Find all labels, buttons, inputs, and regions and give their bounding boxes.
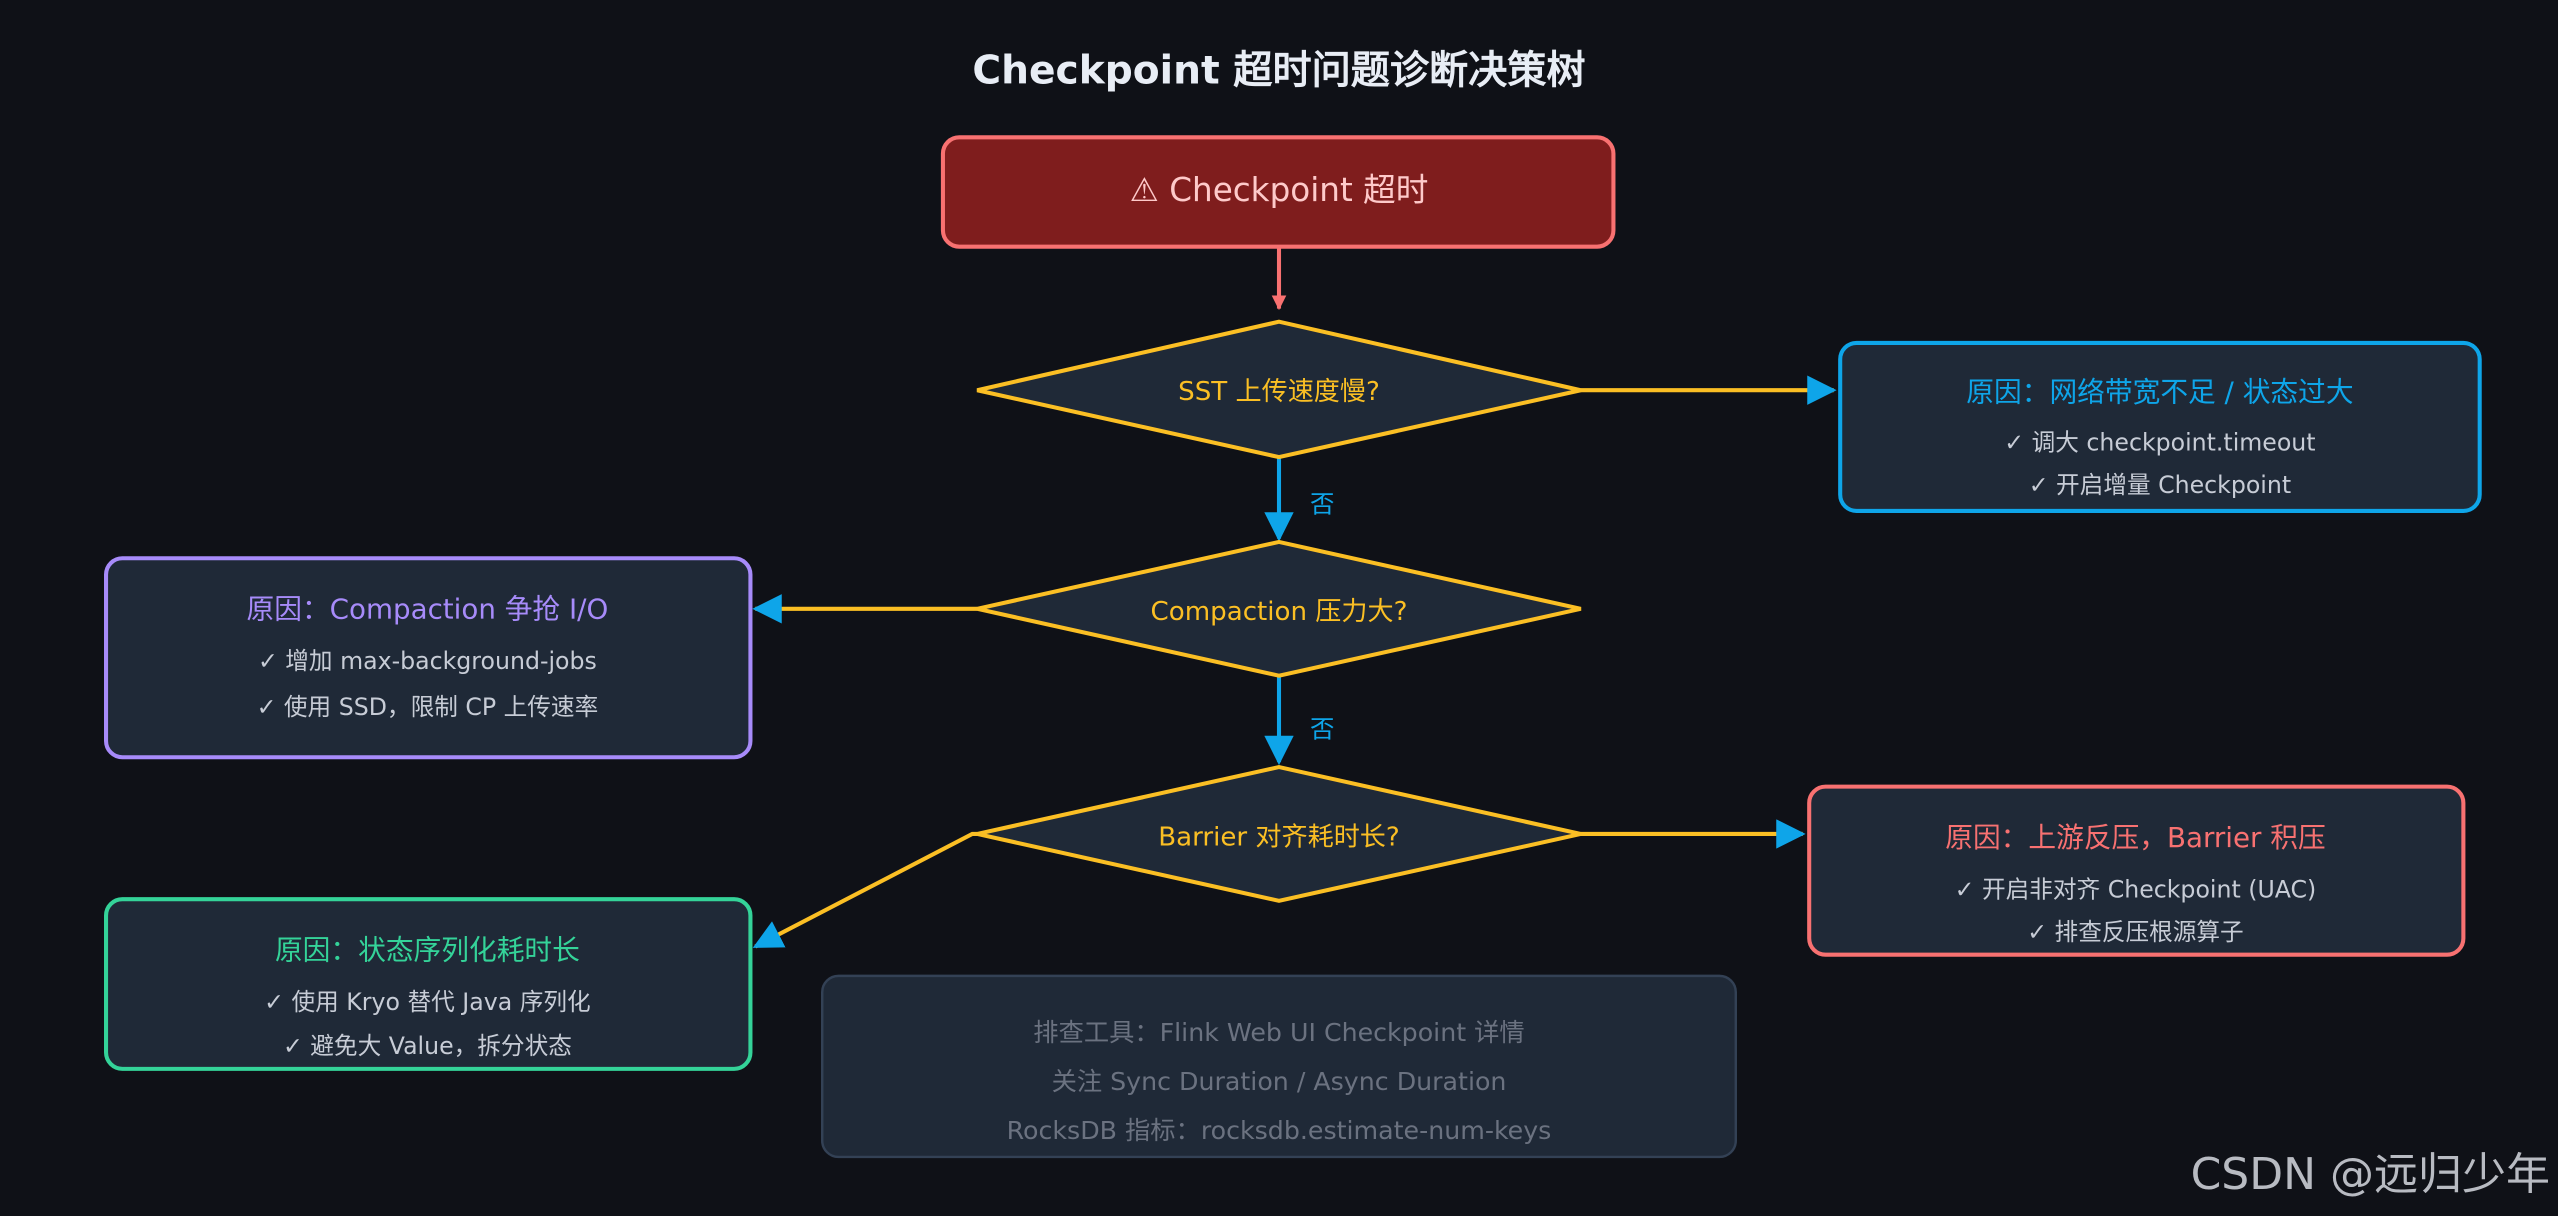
tools-panel: 排查工具：Flink Web UI Checkpoint 详情 关注 Sync … xyxy=(820,974,1738,1159)
decision-sst-upload: SST 上传速度慢? xyxy=(976,319,1582,460)
cause-backpressure-item-2: ✓ 排查反压根源算子 xyxy=(2027,918,2243,946)
connectors xyxy=(752,246,1837,949)
tools-line-2: 关注 Sync Duration / Async Duration xyxy=(1052,1067,1507,1096)
cause-serialization-item-2: ✓ 避免大 Value，拆分状态 xyxy=(283,1032,572,1060)
cause-compaction-item-2: ✓ 使用 SSD，限制 CP 上传速率 xyxy=(257,693,599,721)
cause-network-title: 原因：网络带宽不足 / 状态过大 xyxy=(1966,376,2353,409)
decision-sst-upload-label: SST 上传速度慢? xyxy=(1178,377,1380,407)
edge-label-no-1: 否 xyxy=(1310,490,1334,519)
tools-line-3: RocksDB 指标：rocksdb.estimate-num-keys xyxy=(1007,1116,1552,1145)
cause-compaction-box: 原因：Compaction 争抢 I/O ✓ 增加 max-background… xyxy=(104,556,753,760)
cause-network-box: 原因：网络带宽不足 / 状态过大 ✓ 调大 checkpoint.timeout… xyxy=(1838,340,2482,513)
decision-barrier-label: Barrier 对齐耗时长? xyxy=(1158,822,1400,852)
decision-compaction-label: Compaction 压力大? xyxy=(1151,597,1408,627)
csdn-watermark: CSDN @远归少年 xyxy=(2190,1149,2550,1200)
edge-barrier-to-serialization-cause xyxy=(752,831,978,949)
cause-backpressure-title: 原因：上游反压，Barrier 积压 xyxy=(1945,821,2325,854)
cause-compaction-title: 原因：Compaction 争抢 I/O xyxy=(247,593,609,626)
cause-network-item-1: ✓ 调大 checkpoint.timeout xyxy=(2004,429,2315,457)
edge-label-no-2: 否 xyxy=(1310,715,1334,744)
cause-serialization-box: 原因：状态序列化耗时长 ✓ 使用 Kryo 替代 Java 序列化 ✓ 避免大 … xyxy=(104,897,753,1071)
cause-serialization-item-1: ✓ 使用 Kryo 替代 Java 序列化 xyxy=(264,988,590,1016)
decision-barrier: Barrier 对齐耗时长? xyxy=(976,764,1582,903)
cause-compaction-item-1: ✓ 增加 max-background-jobs xyxy=(258,647,597,675)
cause-backpressure-box: 原因：上游反压，Barrier 积压 ✓ 开启非对齐 Checkpoint (U… xyxy=(1807,784,2466,957)
start-node-label: ⚠ Checkpoint 超时 xyxy=(1130,171,1429,209)
tools-line-1: 排查工具：Flink Web UI Checkpoint 详情 xyxy=(1033,1018,1524,1047)
decision-compaction: Compaction 压力大? xyxy=(976,539,1582,678)
cause-network-item-2: ✓ 开启增量 Checkpoint xyxy=(2029,471,2291,499)
diagram-title: Checkpoint 超时问题诊断决策树 xyxy=(972,49,1585,94)
cause-backpressure-item-1: ✓ 开启非对齐 Checkpoint (UAC) xyxy=(1955,876,2317,904)
start-node: ⚠ Checkpoint 超时 xyxy=(940,135,1616,249)
cause-serialization-title: 原因：状态序列化耗时长 xyxy=(275,934,580,967)
